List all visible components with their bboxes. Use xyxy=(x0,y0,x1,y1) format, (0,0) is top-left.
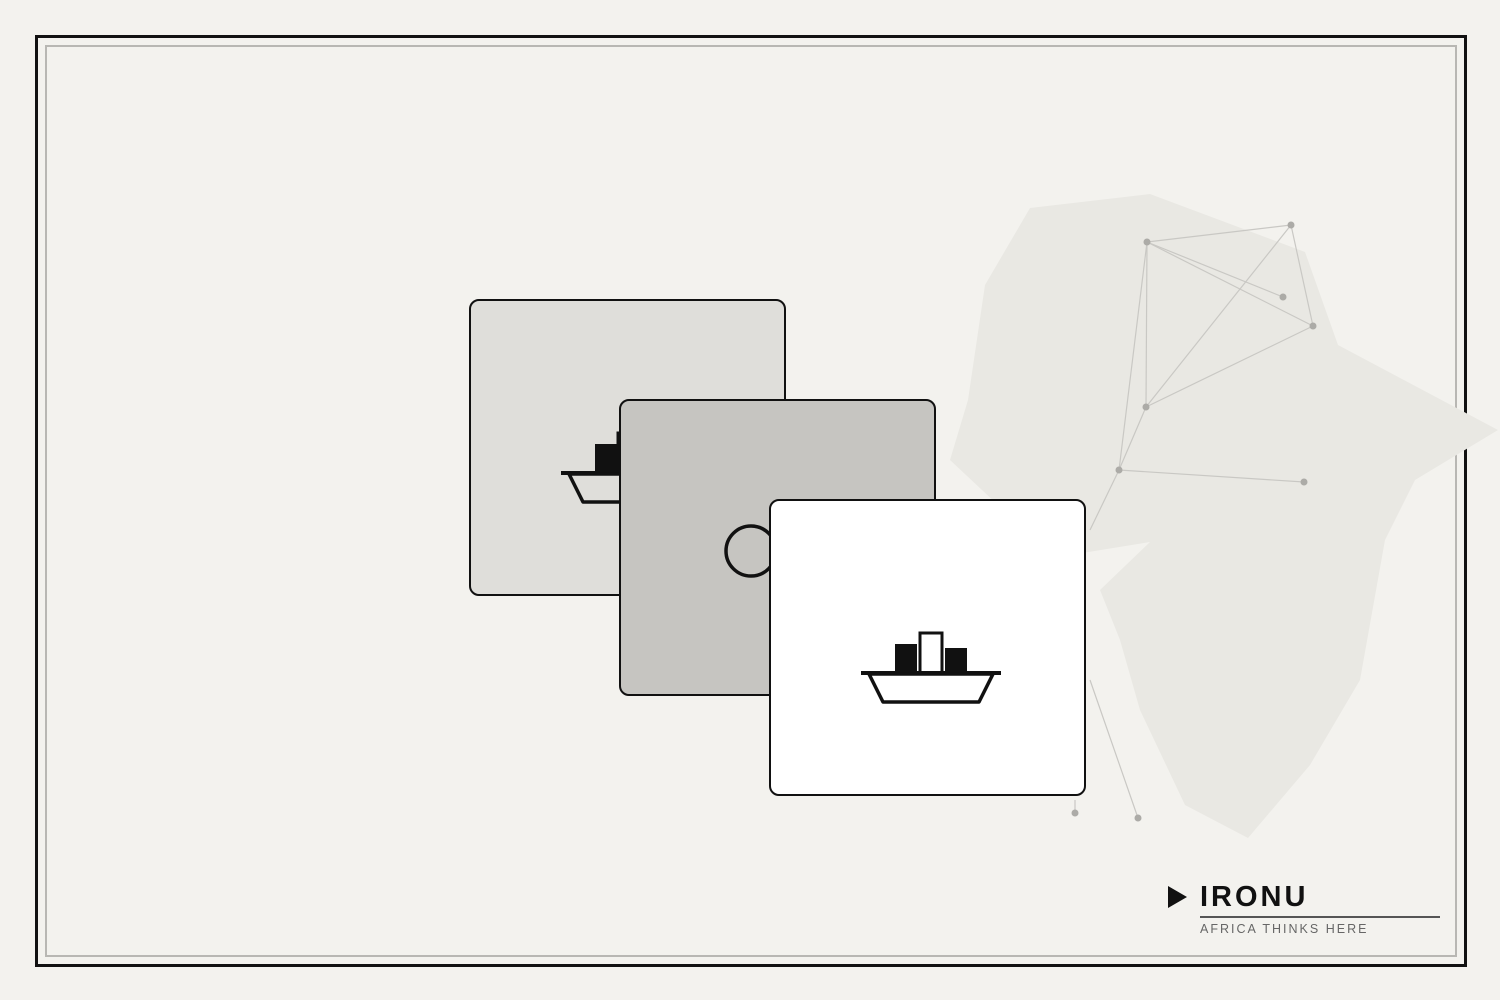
brand-divider xyxy=(1200,916,1440,918)
card-front[interactable] xyxy=(769,499,1086,796)
cargo-ship-icon xyxy=(861,631,1001,704)
play-triangle-icon xyxy=(1168,886,1187,908)
brand-name: IRONU xyxy=(1200,881,1309,913)
brand-tagline: AFRICA THINKS HERE xyxy=(1200,922,1369,936)
